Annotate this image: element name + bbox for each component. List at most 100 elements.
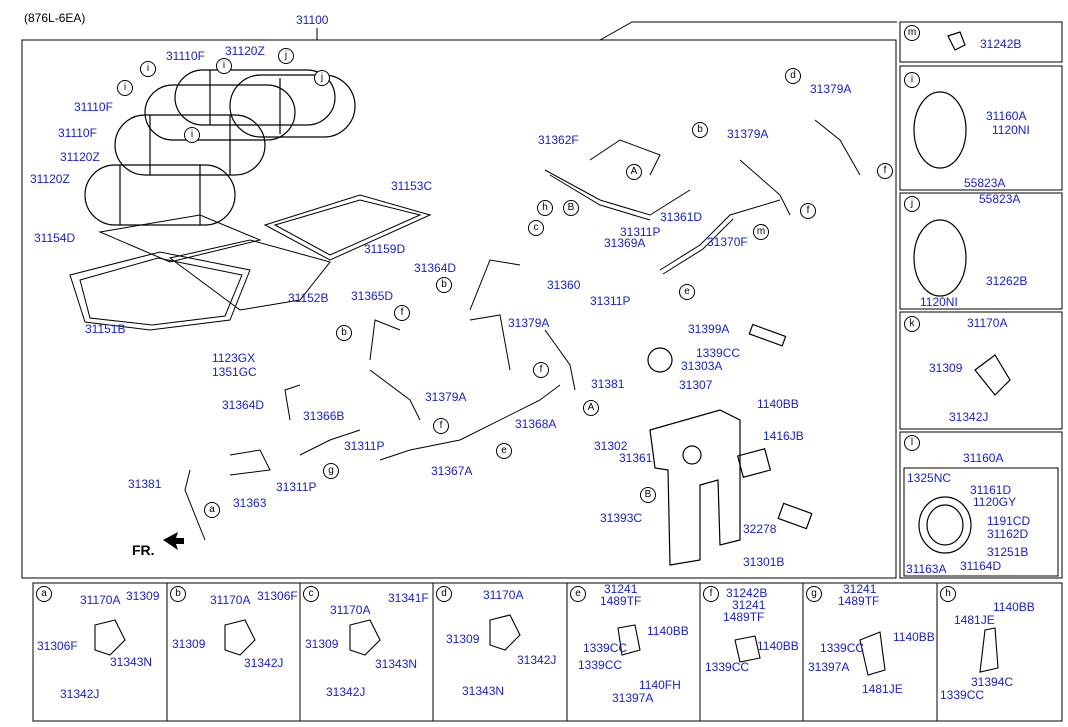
- callout-circle[interactable]: B: [563, 200, 579, 216]
- part-label[interactable]: 31309: [172, 637, 206, 651]
- callout-circle[interactable]: f: [877, 163, 893, 179]
- part-label[interactable]: 1325NC: [907, 471, 952, 485]
- part-label[interactable]: 31361: [619, 451, 653, 465]
- callout-circle[interactable]: m: [753, 224, 769, 240]
- part-label[interactable]: 31120Z: [30, 172, 70, 186]
- part-label[interactable]: 31364D: [414, 261, 457, 275]
- part-label[interactable]: 31242B: [726, 586, 768, 600]
- callout-circle[interactable]: i: [117, 80, 133, 96]
- part-label[interactable]: 1123GX: [212, 351, 256, 365]
- part-label[interactable]: 31120Z: [60, 150, 100, 164]
- callout-circle[interactable]: a: [204, 502, 220, 518]
- callout-circle[interactable]: j: [314, 70, 330, 86]
- part-label[interactable]: 31342J: [326, 685, 366, 699]
- part-label[interactable]: 31394C: [971, 675, 1014, 689]
- part-label[interactable]: 1140BB: [893, 630, 935, 644]
- part-label[interactable]: 1489TF: [838, 594, 880, 608]
- callout-circle[interactable]: b: [436, 277, 452, 293]
- part-label[interactable]: 31159D: [364, 242, 406, 256]
- callout-circle[interactable]: e: [679, 284, 695, 300]
- part-label[interactable]: 31343N: [110, 655, 153, 669]
- callout-circle[interactable]: A: [626, 164, 642, 180]
- part-label[interactable]: 31309: [446, 632, 480, 646]
- part-label[interactable]: 1120GY: [973, 495, 1017, 509]
- part-label[interactable]: 31399A: [688, 322, 730, 336]
- part-label[interactable]: 1140BB: [757, 397, 799, 411]
- part-label[interactable]: 31170A: [210, 593, 251, 607]
- callout-circle[interactable]: i: [184, 127, 200, 143]
- callout-circle[interactable]: g: [323, 463, 339, 479]
- part-label[interactable]: 31154D: [34, 231, 76, 245]
- part-label[interactable]: 31306F: [37, 639, 78, 653]
- part-label[interactable]: 31311P: [590, 294, 631, 308]
- part-label[interactable]: 31170A: [80, 593, 121, 607]
- part-label[interactable]: 31161D: [970, 483, 1012, 497]
- part-label[interactable]: 1339CC: [705, 660, 750, 674]
- part-label[interactable]: 1339CC: [940, 688, 985, 702]
- part-label[interactable]: 31164D: [960, 559, 1002, 573]
- part-label[interactable]: 31397A: [612, 691, 654, 705]
- part-label[interactable]: 31152B: [288, 291, 329, 305]
- part-label[interactable]: 31306F: [257, 589, 298, 603]
- part-label[interactable]: 31393C: [600, 511, 643, 525]
- part-label[interactable]: 31110F: [58, 126, 97, 140]
- part-label[interactable]: 31379A: [425, 390, 467, 404]
- callout-circle[interactable]: b: [336, 325, 352, 341]
- callout-circle[interactable]: B: [640, 487, 656, 503]
- part-label[interactable]: 31110F: [74, 100, 113, 114]
- part-label[interactable]: 31379A: [810, 82, 852, 96]
- part-label[interactable]: 31242B: [980, 37, 1022, 51]
- part-label[interactable]: 31307: [679, 378, 713, 392]
- part-label[interactable]: 31311P: [344, 439, 385, 453]
- part-label[interactable]: 31365D: [351, 289, 394, 303]
- part-label[interactable]: 1339CC: [696, 346, 741, 360]
- part-label[interactable]: 1489TF: [723, 610, 765, 624]
- part-label[interactable]: 31170A: [967, 316, 1008, 330]
- part-label[interactable]: 31342J: [244, 656, 284, 670]
- part-label[interactable]: 31241: [604, 582, 638, 596]
- part-label[interactable]: 31170A: [330, 603, 371, 617]
- part-label[interactable]: 1140BB: [993, 600, 1035, 614]
- callout-circle[interactable]: j: [278, 48, 294, 64]
- part-label[interactable]: 31381: [128, 477, 162, 491]
- part-label[interactable]: 31341F: [388, 591, 429, 605]
- callout-circle[interactable]: d: [785, 68, 801, 84]
- part-label[interactable]: 31170A: [483, 588, 524, 602]
- part-label[interactable]: 1481JE: [954, 613, 995, 627]
- part-label[interactable]: 31361D: [660, 210, 703, 224]
- part-label[interactable]: 31162D: [987, 527, 1029, 541]
- part-label[interactable]: 31342J: [60, 687, 100, 701]
- part-label[interactable]: 31311P: [620, 225, 661, 239]
- callout-circle[interactable]: A: [583, 400, 599, 416]
- part-label[interactable]: 31160A: [986, 109, 1027, 123]
- part-label[interactable]: 31309: [929, 361, 963, 375]
- part-label[interactable]: 1120NI: [920, 295, 958, 309]
- part-label[interactable]: 31342J: [949, 410, 989, 424]
- part-label[interactable]: 31251B: [987, 545, 1029, 559]
- part-label[interactable]: 31241: [843, 582, 877, 596]
- part-label[interactable]: 32278: [743, 522, 777, 536]
- part-label[interactable]: 1140BB: [757, 639, 799, 653]
- part-label[interactable]: 31379A: [508, 316, 550, 330]
- part-label[interactable]: 1351GC: [212, 365, 257, 379]
- part-label[interactable]: 31343N: [462, 684, 505, 698]
- part-label[interactable]: 31381: [591, 377, 625, 391]
- part-label[interactable]: 31151B: [85, 322, 126, 336]
- part-label[interactable]: 1140BB: [647, 624, 689, 638]
- callout-circle[interactable]: f: [394, 305, 410, 321]
- part-label[interactable]: 31343N: [375, 657, 418, 671]
- callout-circle[interactable]: h: [537, 200, 553, 216]
- callout-circle[interactable]: f: [433, 418, 449, 434]
- part-label[interactable]: 1339CC: [583, 641, 628, 655]
- part-label[interactable]: 1339CC: [578, 658, 623, 672]
- part-label[interactable]: 31370F: [707, 235, 748, 249]
- part-label[interactable]: 31367A: [431, 464, 473, 478]
- part-label[interactable]: 31241: [732, 598, 766, 612]
- part-label[interactable]: 1191CD: [987, 514, 1031, 528]
- part-label[interactable]: 31397A: [808, 660, 850, 674]
- part-label[interactable]: 1489TF: [600, 594, 642, 608]
- part-label[interactable]: 31369A: [604, 236, 646, 250]
- part-label[interactable]: 31364D: [222, 398, 265, 412]
- callout-circle[interactable]: c: [528, 220, 544, 236]
- part-label[interactable]: 55823A: [964, 176, 1006, 190]
